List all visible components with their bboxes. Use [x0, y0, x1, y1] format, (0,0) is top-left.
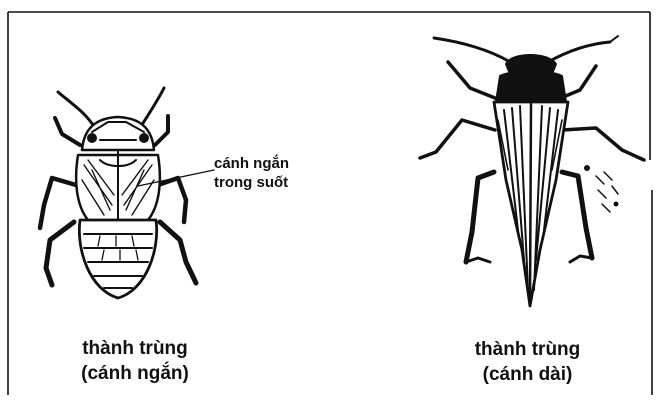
- callout-line-1: cánh ngắn: [214, 154, 289, 173]
- short-winged-caption: thành trùng (cánh ngắn): [40, 337, 230, 386]
- left-caption-line-1: thành trùng: [40, 337, 230, 362]
- right-caption-line-1: thành trùng: [430, 338, 625, 363]
- long-winged-caption: thành trùng (cánh dài): [430, 338, 625, 387]
- short-wing-callout: cánh ngắn trong suốt: [214, 154, 289, 192]
- right-caption-line-2: (cánh dài): [430, 363, 625, 388]
- callout-line-2: trong suốt: [214, 173, 289, 192]
- left-caption-line-2: (cánh ngắn): [40, 362, 230, 387]
- long-winged-adult-drawing: [420, 36, 644, 306]
- short-winged-adult-drawing: [40, 88, 214, 298]
